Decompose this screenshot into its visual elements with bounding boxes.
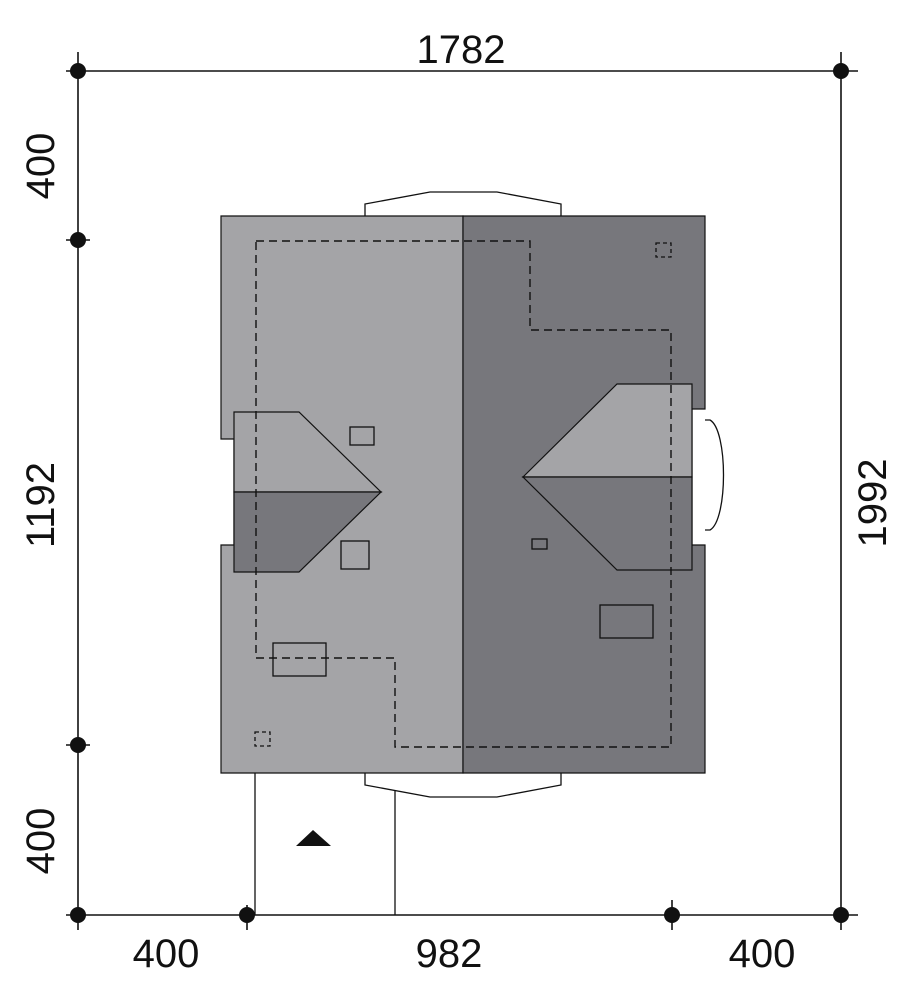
chimney-small xyxy=(531,538,548,550)
dim-bottom-left: 400 xyxy=(133,932,200,976)
dim-bottom-right: 400 xyxy=(729,932,796,976)
triangle-up-icon xyxy=(296,830,331,846)
node-left-2-icon xyxy=(70,737,86,753)
dimension-nodes xyxy=(70,63,849,923)
vent-top-right xyxy=(655,242,672,258)
node-bottom-left-icon xyxy=(70,907,86,923)
node-bottom-right-icon xyxy=(833,907,849,923)
dormer-left xyxy=(233,411,383,573)
dim-top-total: 1782 xyxy=(417,28,506,72)
dim-left-middle: 1192 xyxy=(19,462,63,548)
skylight-4 xyxy=(599,604,654,639)
node-left-1-icon xyxy=(70,232,86,248)
porches xyxy=(364,191,725,798)
skylight-3 xyxy=(272,642,327,677)
dim-left-bottom: 400 xyxy=(19,808,63,875)
porch-top xyxy=(364,191,562,216)
skylight-2 xyxy=(340,540,370,570)
node-bottom-1-icon xyxy=(239,907,255,923)
dormer-right xyxy=(521,383,693,571)
node-top-right-icon xyxy=(833,63,849,79)
vent-bottom-left xyxy=(254,731,271,747)
node-bottom-2-icon xyxy=(664,907,680,923)
floor-outline-dashed xyxy=(255,240,672,748)
node-top-left-icon xyxy=(70,63,86,79)
porch-bottom xyxy=(364,773,562,798)
dim-left-top: 400 xyxy=(19,133,63,200)
skylight-1 xyxy=(349,426,375,446)
walkway xyxy=(254,773,396,915)
roof-features xyxy=(254,242,672,747)
dimension-frame xyxy=(66,52,858,930)
dim-right-total: 1992 xyxy=(851,459,895,548)
dim-bottom-middle: 982 xyxy=(416,932,483,976)
bay-window-right xyxy=(705,419,725,531)
